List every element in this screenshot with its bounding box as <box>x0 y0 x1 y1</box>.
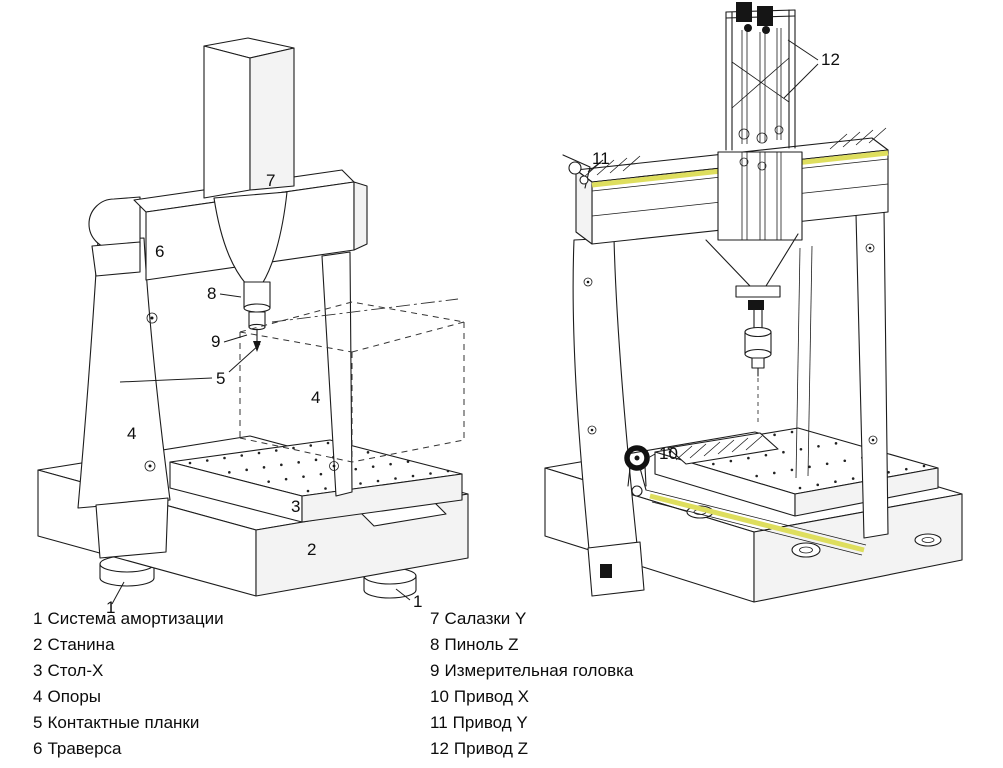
callout-10: 10 <box>659 444 678 463</box>
callout-9: 9 <box>211 332 220 351</box>
z-drive-tower <box>705 2 803 424</box>
z-motor <box>757 6 773 26</box>
legend-item-label: Привод X <box>453 687 529 706</box>
legend-item-label: Салазки Y <box>444 609 527 628</box>
callout-5: 5 <box>216 369 225 388</box>
callout-4b: 4 <box>311 388 320 407</box>
hatched-wedge <box>667 432 779 465</box>
callout-8: 8 <box>207 284 216 303</box>
legend-item-label: Опоры <box>47 687 102 706</box>
legend-item-number: 7 <box>430 609 440 628</box>
y-carriage-column <box>203 37 295 285</box>
machine-table <box>169 439 463 523</box>
legend-item-label: Измерительная головка <box>444 661 634 680</box>
callout-11: 11 <box>592 149 610 168</box>
beam-hatch-right <box>829 127 887 150</box>
z-motor <box>736 2 752 22</box>
callout-numbers: 7 6 8 9 5 4 4 3 2 1 1 10 11 12 <box>106 50 840 617</box>
legend-item-number: 4 <box>33 687 43 706</box>
quill-bracket <box>705 233 799 333</box>
x-motor-block <box>600 564 612 578</box>
right-support-pillar <box>321 251 353 497</box>
left-support-leg <box>572 237 645 597</box>
right-machine-drawing <box>544 2 963 603</box>
callout-2: 2 <box>307 540 316 559</box>
z-carriage <box>717 151 803 241</box>
legend-item-number: 5 <box>33 713 43 732</box>
callout-6: 6 <box>155 242 164 261</box>
x-drive-rail-highlight <box>649 493 865 553</box>
traverse-end-horn <box>88 196 141 250</box>
callout-3: 3 <box>291 497 300 516</box>
legend-item-label: Контактные планки <box>47 713 200 732</box>
x-drive-pulley <box>624 445 650 471</box>
x-drive <box>624 445 867 556</box>
table-hole-grid <box>188 441 450 493</box>
legend-item-label: Станина <box>47 635 115 654</box>
rear-pillar-lines <box>795 245 813 479</box>
callout-1b: 1 <box>413 592 422 611</box>
legend-item-number: 8 <box>430 635 440 654</box>
legend-item-number: 2 <box>33 635 43 654</box>
legend-item-number: 9 <box>430 661 440 680</box>
legend-item-number: 10 <box>430 687 449 706</box>
legend-item-label: Привод Z <box>453 739 529 758</box>
left-machine-drawing <box>37 37 469 599</box>
measuring-volume-dashed-box <box>239 298 465 463</box>
legend-item-number: 11 <box>430 713 448 732</box>
legend-item-label: Пиноль Z <box>444 635 519 654</box>
legend-item-label: Стол-X <box>47 661 104 680</box>
legend-item-number: 12 <box>430 739 449 758</box>
callout-12: 12 <box>821 50 840 69</box>
legend-item-number: 6 <box>33 739 43 758</box>
callout-1a: 1 <box>106 598 115 617</box>
leader-lines <box>111 39 819 605</box>
probe-assembly <box>744 326 772 424</box>
callout-4a: 4 <box>127 424 136 443</box>
left-support-leg <box>77 237 171 559</box>
callout-7: 7 <box>266 171 275 190</box>
legend-item-label: Траверса <box>47 739 122 758</box>
carriage-cover <box>213 191 288 285</box>
z-drive-belts <box>731 28 790 144</box>
legend-item-label: Привод Y <box>452 713 528 732</box>
y-drive-clamp <box>562 154 591 189</box>
z-quill-and-head <box>243 281 271 352</box>
legend-item-number: 1 <box>33 609 43 628</box>
legend-item-label: Система амортизации <box>47 609 224 628</box>
legend-item-number: 3 <box>33 661 43 680</box>
